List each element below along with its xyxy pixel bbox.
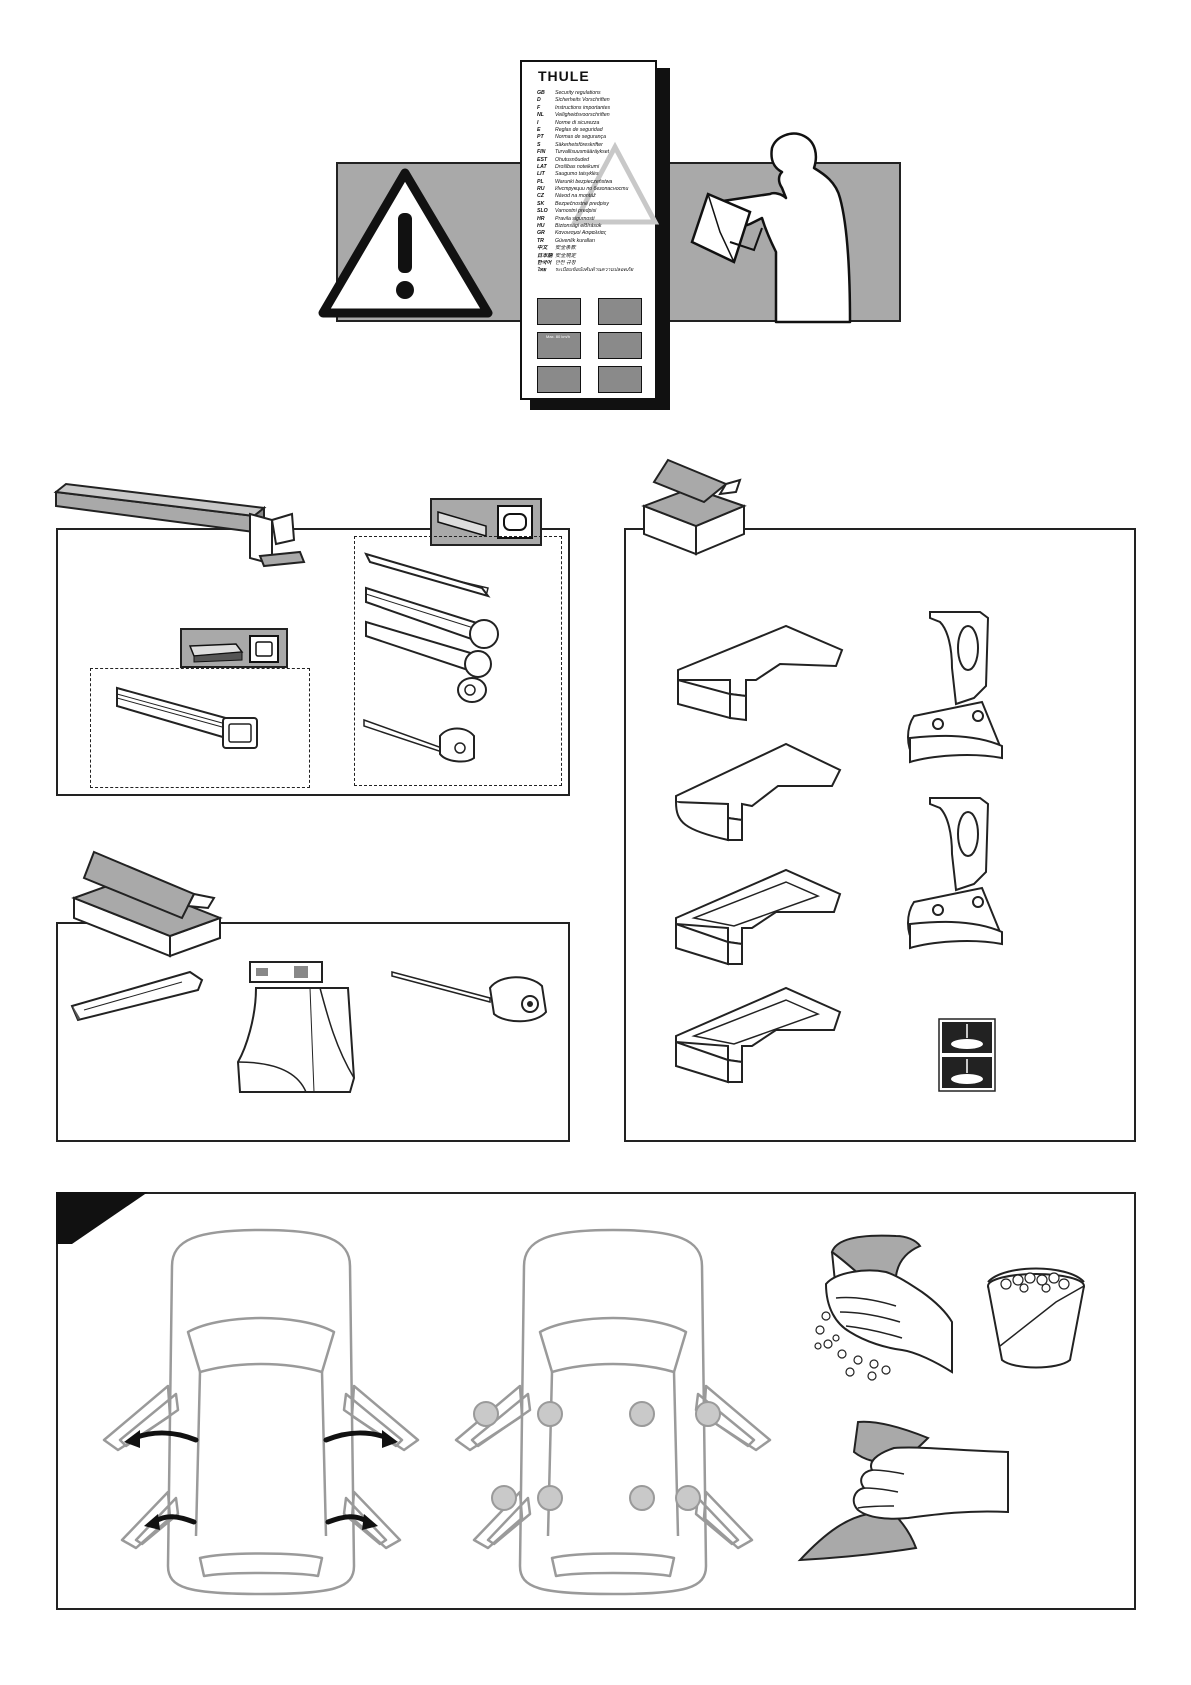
booklet-thumb-car-top [537, 366, 581, 393]
mounting-bracket-2 [907, 797, 1003, 950]
booklet-thumb-bar-mount [598, 298, 642, 325]
bucket-icon [987, 1267, 1085, 1369]
language-row: 中文安全条款 [537, 245, 576, 252]
rubber-pad-1 [677, 624, 844, 722]
hand-drying-cloth-illustration [797, 1420, 1009, 1562]
thule-logo: THULE [538, 68, 590, 84]
square-profile-icon [188, 635, 279, 663]
contact-point [629, 1401, 655, 1427]
language-row: 日本語安全規定 [537, 252, 576, 259]
square-bar-dashed-area [90, 668, 310, 788]
rubber-pad-3 [675, 868, 842, 966]
booklet-triangle-watermark [570, 141, 660, 225]
rubber-pad-2 [675, 742, 842, 842]
aero-profile-icon [437, 505, 533, 539]
aero-bar-dashed-area [354, 536, 562, 786]
bar-box-illustration [53, 482, 306, 568]
lock-key-illustration [391, 971, 548, 1023]
contact-point [537, 1401, 563, 1427]
car-wash-sticker-icon [938, 1018, 996, 1092]
booklet-thumb-speed-limit: Max. 80 km/h [537, 332, 581, 359]
booklet-thumb-road [598, 332, 642, 359]
car-top-view-doors-open [102, 1228, 420, 1596]
contact-point [491, 1485, 517, 1511]
step-corner-marker [56, 1192, 148, 1244]
kit-box-illustration [641, 458, 747, 556]
foot-pack-box-illustration [71, 850, 223, 958]
contact-point [473, 1401, 499, 1427]
measuring-ruler-illustration [70, 970, 204, 1022]
aero-bar-parts-illustration [363, 552, 499, 763]
contact-point [629, 1485, 655, 1511]
car-top-view-clean-points [454, 1228, 772, 1596]
rubber-pad-4 [675, 986, 842, 1084]
warning-triangle-icon [318, 168, 493, 318]
foot-illustration [236, 961, 356, 1093]
man-reading-illustration [690, 132, 852, 324]
step-one-panel [56, 1192, 1136, 1610]
square-bar-illustration [116, 686, 258, 749]
contact-point [695, 1401, 721, 1427]
booklet-thumb-carwash [598, 366, 642, 393]
contact-point [537, 1485, 563, 1511]
speed-limit-label: Max. 80 km/h [546, 334, 571, 339]
contact-point [675, 1485, 701, 1511]
hand-washing-illustration [814, 1234, 953, 1381]
mounting-bracket-1 [907, 611, 1003, 764]
language-row: ไทยระเบียบข้อบังคับด้านความปลอดภัย [537, 267, 634, 274]
booklet-thumb-car-load [537, 298, 581, 325]
